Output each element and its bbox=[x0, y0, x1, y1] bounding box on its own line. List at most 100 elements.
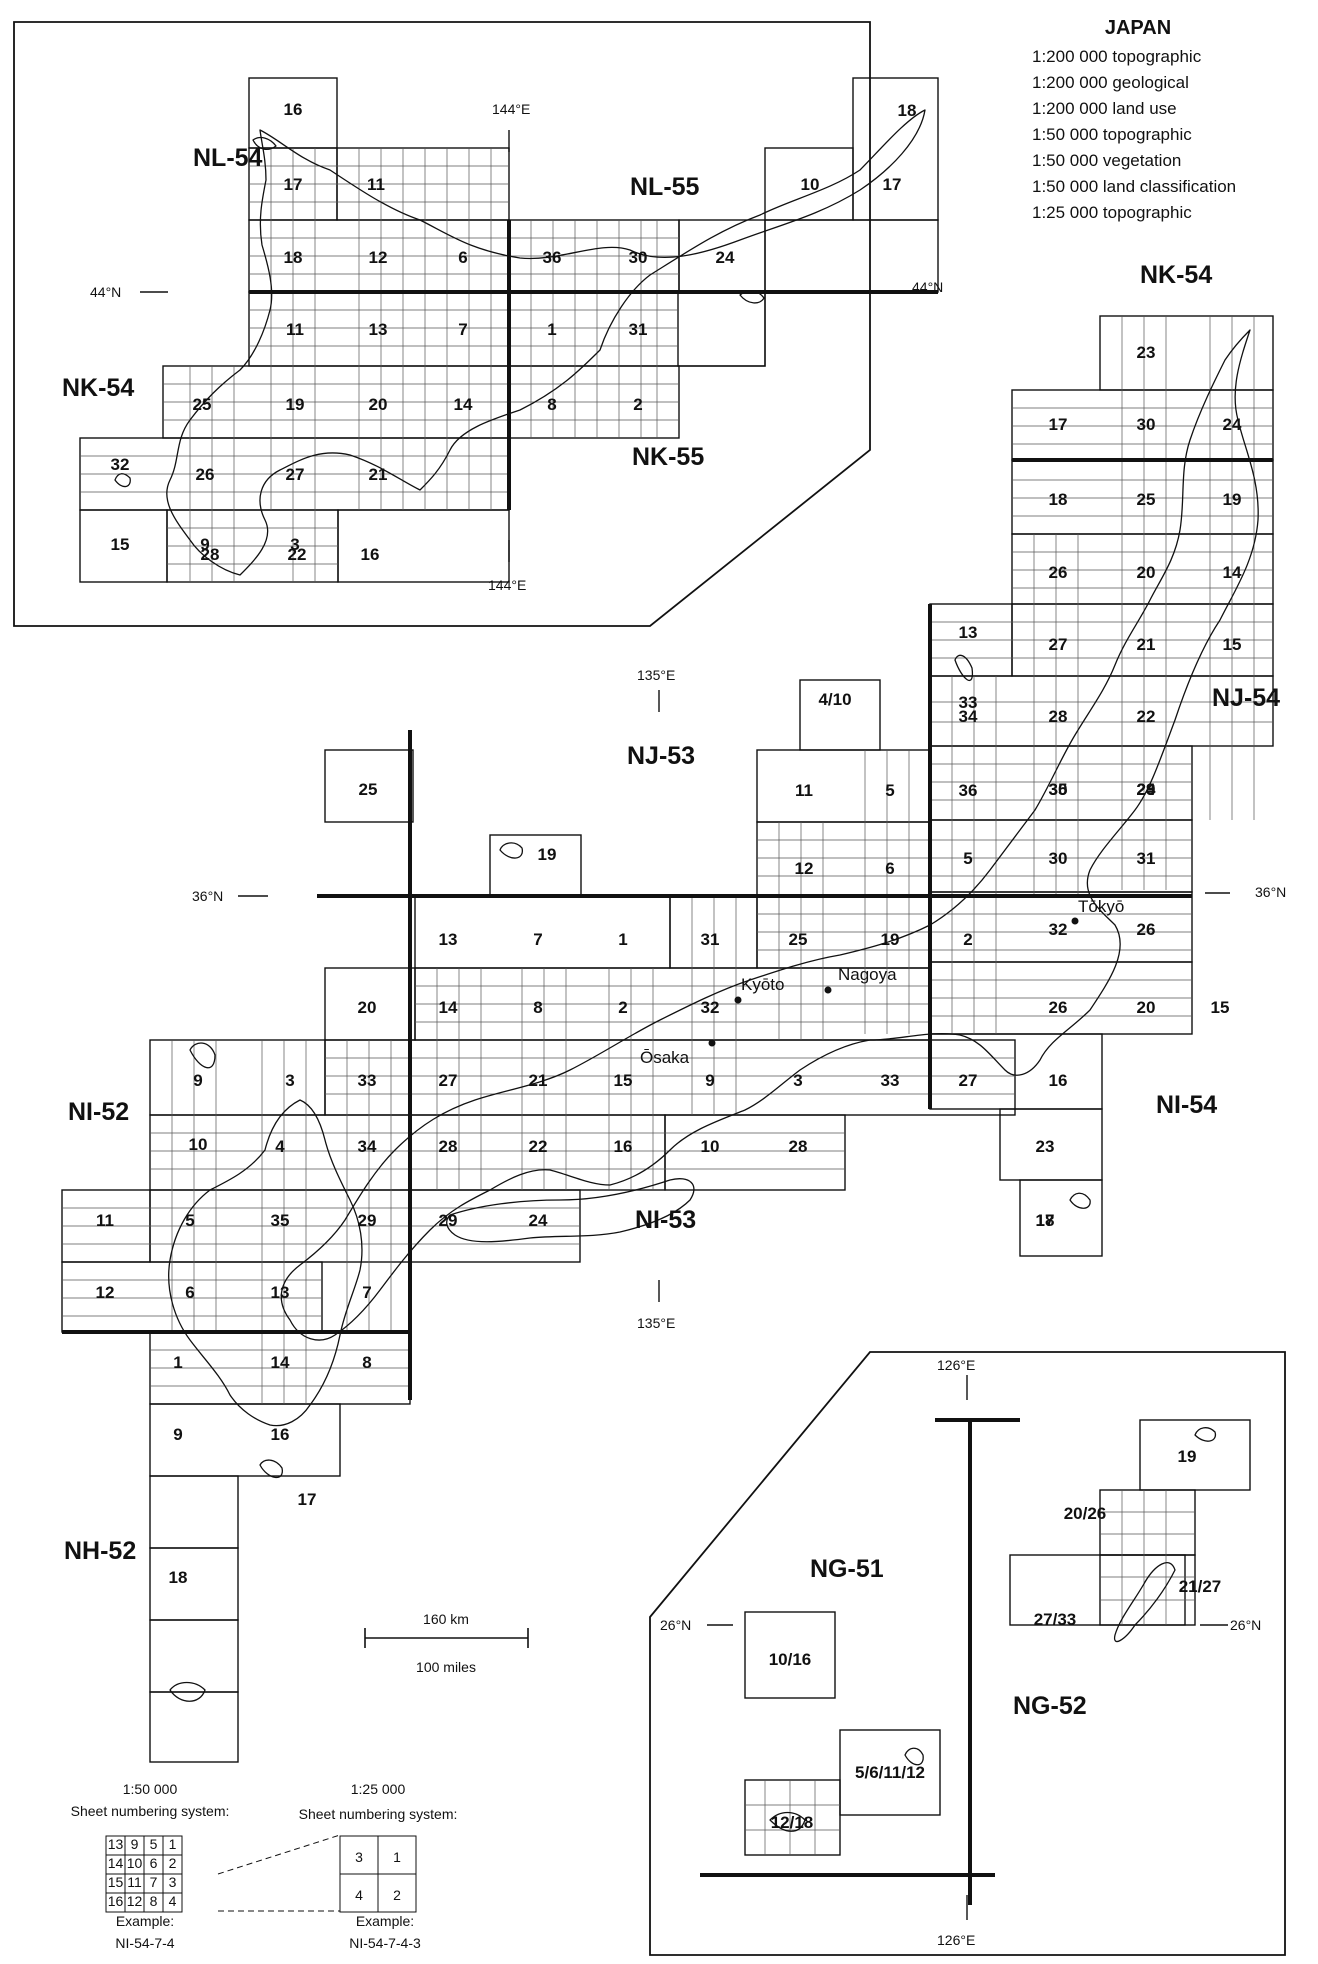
coord-label: 36°N bbox=[1255, 884, 1286, 900]
sheet-number: 19 bbox=[538, 845, 557, 864]
key-cell-number: 6 bbox=[150, 1855, 158, 1871]
coord-label: 144°E bbox=[492, 101, 530, 117]
sheet-number: 33 bbox=[358, 1071, 377, 1090]
main-grid bbox=[62, 316, 1273, 1404]
sheet-number: 14 bbox=[439, 998, 458, 1017]
coord-label: 26°N bbox=[1230, 1617, 1261, 1633]
key-scale: 1:50 000 bbox=[123, 1781, 178, 1797]
sheet-number: 2 bbox=[633, 395, 642, 414]
inset-south-sheets bbox=[744, 1419, 1251, 1856]
legend-item: 1:200 000 geological bbox=[1032, 73, 1189, 92]
main-sheets bbox=[61, 315, 1274, 1763]
city-dot bbox=[734, 996, 742, 1004]
sheet-number: 17 bbox=[1036, 1211, 1055, 1230]
sheet-number: 2 bbox=[618, 998, 627, 1017]
sheet-number: 12 bbox=[369, 248, 388, 267]
legend-item: 1:200 000 topographic bbox=[1032, 47, 1202, 66]
key-cell-number: 4 bbox=[355, 1887, 363, 1903]
key-cell-number: 16 bbox=[108, 1893, 124, 1909]
sheet-number: 5/6/11/12 bbox=[855, 1763, 925, 1782]
sheet-number: 21 bbox=[369, 465, 388, 484]
cities: Tōkyō Kyōto Nagoya Ōsaka bbox=[640, 897, 1124, 1067]
sheet-number: 30 bbox=[629, 248, 648, 267]
zone-label: NI-54 bbox=[1156, 1091, 1217, 1119]
sheet-number: 28 bbox=[789, 1137, 808, 1156]
city-dot bbox=[1071, 917, 1079, 925]
sheet-number: 34 bbox=[959, 707, 978, 726]
sheet-number: 23 bbox=[1137, 780, 1156, 799]
zone-boundary bbox=[62, 458, 1273, 1400]
legend-item: 1:200 000 land use bbox=[1032, 99, 1177, 118]
key-cell-number: 2 bbox=[393, 1887, 401, 1903]
sheet-number: 12 bbox=[96, 1283, 115, 1302]
sheet-number: 13 bbox=[439, 930, 458, 949]
key-cell-number: 8 bbox=[150, 1893, 158, 1909]
sheet-number: 17 bbox=[883, 175, 902, 194]
sheet-number: 4/10 bbox=[818, 690, 851, 709]
sheet-number: 27 bbox=[1049, 635, 1068, 654]
sheet-number: 31 bbox=[701, 930, 720, 949]
sheet-number: 6 bbox=[458, 248, 467, 267]
coord-label: 135°E bbox=[637, 1315, 675, 1331]
sheet-number: 30 bbox=[1049, 780, 1068, 799]
sheet-number: 7 bbox=[362, 1283, 371, 1302]
sheet-number: 3 bbox=[793, 1071, 802, 1090]
sheet-number: 27 bbox=[439, 1071, 458, 1090]
sheet-number: 18 bbox=[898, 101, 917, 120]
sheet-number: 32 bbox=[1049, 920, 1068, 939]
sheet-number: 13 bbox=[271, 1283, 290, 1302]
city-label: Kyōto bbox=[741, 975, 784, 994]
sheet-number: 24 bbox=[1137, 780, 1156, 799]
sheet-number: 28 bbox=[439, 1137, 458, 1156]
zone-boundary bbox=[700, 1418, 1020, 1905]
sheet-number: 22 bbox=[288, 545, 307, 564]
coord-label: 135°E bbox=[637, 667, 675, 683]
sheet-number: 29 bbox=[1137, 780, 1156, 799]
key-cell-number: 12 bbox=[127, 1893, 143, 1909]
sheet-number: 5 bbox=[185, 1211, 194, 1230]
sheet-number: 27 bbox=[959, 1071, 978, 1090]
key-cell bbox=[162, 1892, 183, 1913]
sheet-number: 13 bbox=[959, 623, 978, 642]
sheet-number: 25 bbox=[789, 930, 808, 949]
sheet-number: 11 bbox=[795, 781, 813, 800]
sheet-number: 34 bbox=[358, 1137, 377, 1156]
key-cell-number: 1 bbox=[393, 1849, 401, 1865]
sheet-number: 20 bbox=[1137, 563, 1156, 582]
sheet-number: 6 bbox=[185, 1283, 194, 1302]
sheet-number: 28 bbox=[201, 545, 220, 564]
sheet-number: 14 bbox=[454, 395, 473, 414]
sheet-number: 5 bbox=[885, 781, 894, 800]
sheet-number: 10 bbox=[701, 1137, 720, 1156]
sheet-number: 30 bbox=[1049, 849, 1068, 868]
sheet-number: 33 bbox=[959, 693, 978, 712]
sheet-number: 6 bbox=[885, 859, 894, 878]
key-example: NI-54-7-4-3 bbox=[349, 1935, 421, 1951]
sheet-number: 15 bbox=[1211, 998, 1230, 1017]
coord-label: 44°N bbox=[912, 279, 943, 295]
city-dot bbox=[708, 1039, 716, 1047]
sheet-number: 23 bbox=[1036, 1137, 1055, 1156]
key-title: Sheet numbering system: bbox=[299, 1806, 458, 1822]
scale-bar: 160 km 100 miles bbox=[364, 1611, 529, 1675]
zone-label: NI-53 bbox=[635, 1206, 696, 1234]
coord-label: 26°N bbox=[660, 1617, 691, 1633]
sheet-number: 10/16 bbox=[769, 1650, 812, 1669]
sheet-number: 33 bbox=[881, 1071, 900, 1090]
sheet-number: 11 bbox=[367, 175, 385, 194]
zone-label: NG-51 bbox=[810, 1555, 884, 1583]
key-cell-number: 4 bbox=[169, 1893, 177, 1909]
zone-label: NH-52 bbox=[64, 1537, 136, 1565]
scale-km: 160 km bbox=[423, 1611, 469, 1627]
sheet-number: 9 bbox=[173, 1425, 182, 1444]
kyushu-coast bbox=[168, 1099, 363, 1427]
sheet-number: 11 bbox=[96, 1211, 114, 1230]
sheet-number: 18 bbox=[169, 1568, 188, 1587]
sheet-number: 36 bbox=[959, 781, 978, 800]
sheet-number: 9 bbox=[200, 535, 209, 554]
